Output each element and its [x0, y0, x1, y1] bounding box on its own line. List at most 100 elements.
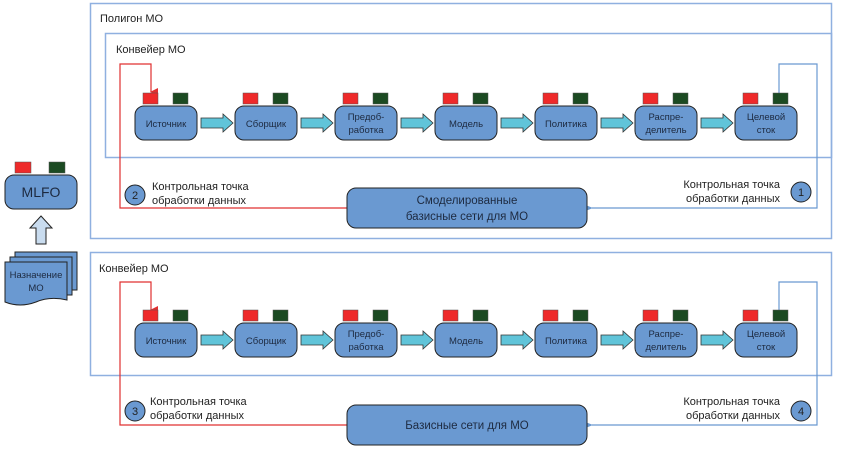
node-red-port — [642, 309, 659, 322]
node-red-port — [142, 92, 159, 105]
pipeline-node[interactable]: Распре-делитель — [634, 309, 698, 358]
node-label: Политика — [545, 336, 588, 347]
node-green-port — [172, 309, 189, 322]
intent-document-icon[interactable] — [4, 261, 68, 306]
node-green-port — [272, 309, 289, 322]
sandbox-pipeline-frame — [104, 32, 833, 159]
flow-arrow-icon — [500, 330, 534, 350]
pipeline-node[interactable]: Источник — [134, 92, 198, 141]
sandbox-blue-output-line — [583, 63, 818, 212]
node-label-line1: Целевой — [747, 329, 785, 340]
checkpoint-2-badge — [124, 184, 146, 206]
pipeline-node[interactable]: Распре-делитель — [634, 92, 698, 141]
node-green-port — [472, 92, 489, 105]
node-green-port — [772, 92, 789, 105]
checkpoint-3-line2: обработки данных — [150, 410, 244, 422]
sandbox-models-box[interactable] — [346, 187, 588, 229]
node-box[interactable] — [634, 322, 698, 358]
node-box[interactable] — [334, 105, 398, 141]
node-label: Источник — [146, 336, 187, 347]
production-pipeline-frame — [89, 251, 833, 377]
node-label-line2: сток — [757, 125, 776, 136]
node-label-line2: делитель — [645, 125, 686, 136]
production-models-box[interactable] — [346, 404, 588, 446]
node-green-port — [672, 92, 689, 105]
node-label-line1: Распре- — [649, 112, 684, 123]
node-red-port — [242, 92, 259, 105]
node-red-port — [342, 309, 359, 322]
node-box[interactable] — [434, 105, 498, 141]
node-box[interactable] — [134, 322, 198, 358]
node-red-port — [442, 309, 459, 322]
node-box[interactable] — [734, 322, 798, 358]
sandbox-pipeline-title: Конвейер МО — [116, 44, 186, 56]
checkpoint-2-number: 2 — [132, 190, 138, 202]
pipeline-node[interactable]: Политика — [534, 92, 598, 141]
sandbox-title: Полигон МО — [100, 13, 164, 25]
checkpoint-3-line1: Контрольная точка — [150, 396, 248, 408]
node-green-port — [372, 309, 389, 322]
node-box[interactable] — [534, 105, 598, 141]
checkpoint-4-line2: обработки данных — [686, 410, 780, 422]
node-green-port — [472, 309, 489, 322]
pipeline-node[interactable]: Источник — [134, 309, 198, 358]
intent-label-line1: Назначение — [10, 270, 63, 281]
node-green-port — [372, 92, 389, 105]
node-red-port — [742, 92, 759, 105]
node-label: Сборщик — [246, 336, 287, 347]
node-green-port — [672, 309, 689, 322]
flow-arrow-icon — [400, 330, 434, 350]
node-box[interactable] — [634, 105, 698, 141]
node-box[interactable] — [334, 322, 398, 358]
pipeline-node[interactable]: Предоб-работка — [334, 92, 398, 141]
checkpoint-2-line1: Контрольная точка — [152, 181, 250, 193]
node-box[interactable] — [534, 322, 598, 358]
production-red-feedback-line — [119, 281, 347, 426]
pipeline-node[interactable]: Сборщик — [234, 309, 298, 358]
production-pipeline-title: Конвейер МО — [99, 263, 169, 275]
node-label: Сборщик — [246, 119, 287, 130]
node-box[interactable] — [734, 105, 798, 141]
node-label: Модель — [449, 119, 483, 130]
production-models-label: Базисные сети для МО — [405, 420, 529, 432]
mlfo-box[interactable] — [4, 174, 78, 210]
flow-arrow-icon — [200, 113, 234, 133]
sandbox-models-line2: базисные сети для МО — [406, 211, 528, 223]
node-box[interactable] — [234, 105, 298, 141]
flow-arrow-icon — [300, 330, 334, 350]
pipeline-node[interactable]: Модель — [434, 309, 498, 358]
checkpoint-1-badge — [790, 181, 812, 203]
pipeline-node[interactable]: Предоб-работка — [334, 309, 398, 358]
sandbox-red-feedback-line — [119, 63, 347, 209]
node-label-line1: Предоб- — [348, 112, 385, 123]
production-blue-output-line — [583, 281, 818, 429]
pipeline-node[interactable]: Модель — [434, 92, 498, 141]
node-label-line1: Предоб- — [348, 329, 385, 340]
node-label: Модель — [449, 336, 483, 347]
node-label-line1: Распре- — [649, 329, 684, 340]
node-label-line2: работка — [348, 342, 384, 353]
pipeline-node[interactable]: Политика — [534, 309, 598, 358]
checkpoint-4-line1: Контрольная точка — [683, 396, 781, 408]
node-box[interactable] — [234, 322, 298, 358]
flow-arrow-icon — [400, 113, 434, 133]
node-red-port — [242, 309, 259, 322]
node-green-port — [772, 309, 789, 322]
node-box[interactable] — [434, 322, 498, 358]
checkpoint-1-number: 1 — [798, 187, 804, 199]
checkpoint-4-badge — [790, 400, 812, 422]
node-box[interactable] — [134, 105, 198, 141]
flow-arrow-icon — [600, 330, 634, 350]
pipeline-node[interactable]: Сборщик — [234, 92, 298, 141]
flow-arrow-icon — [500, 113, 534, 133]
node-green-port — [272, 92, 289, 105]
checkpoint-4-number: 4 — [798, 406, 804, 418]
node-green-port — [572, 92, 589, 105]
node-red-port — [442, 92, 459, 105]
node-red-port — [542, 309, 559, 322]
flow-arrow-icon — [300, 113, 334, 133]
